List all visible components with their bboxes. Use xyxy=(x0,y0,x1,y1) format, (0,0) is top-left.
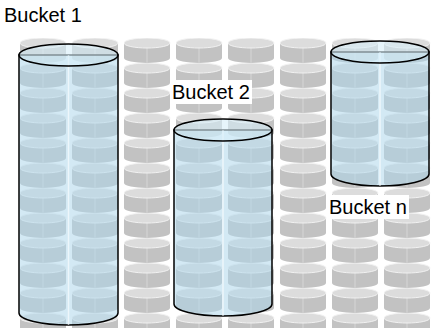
cylinder-body xyxy=(19,55,118,325)
cylinder-highlight xyxy=(379,52,381,186)
cylinder-highlight xyxy=(68,55,70,325)
bucket-label-holder: Bucket n xyxy=(327,195,409,219)
bucket-cylinder: Bucket n xyxy=(330,40,430,186)
cylinder-top xyxy=(174,119,272,141)
bucket-cylinder: Bucket 1 xyxy=(18,43,119,325)
cylinder-outline xyxy=(330,40,430,186)
cylinder-top xyxy=(331,41,429,63)
bucket-label-holder: Bucket 1 xyxy=(2,3,84,27)
cylinder-highlight xyxy=(222,130,224,316)
cylinder-body xyxy=(331,52,429,186)
cylinder-outline xyxy=(173,118,273,316)
cylinder-body xyxy=(174,130,272,316)
bucket-label: Bucket n xyxy=(327,195,409,219)
bucket-label-holder: Bucket 2 xyxy=(170,80,252,104)
bucket-label: Bucket 2 xyxy=(170,80,252,104)
bucket-label: Bucket 1 xyxy=(2,3,84,27)
cylinder-outline xyxy=(18,43,119,325)
bucket-cylinder: Bucket 2 xyxy=(173,118,273,316)
cylinder-top xyxy=(19,44,118,66)
disk-stacks xyxy=(20,38,436,328)
